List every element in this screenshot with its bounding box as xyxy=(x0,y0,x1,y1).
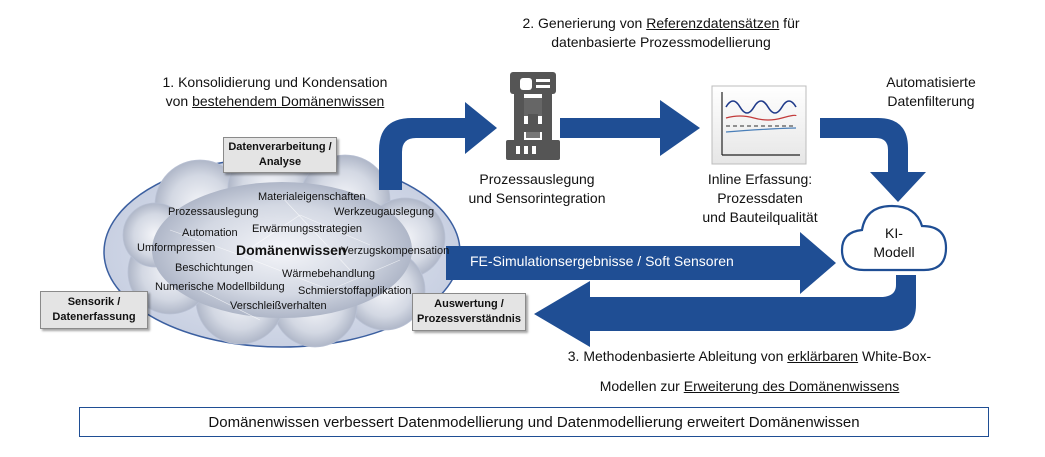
inline-caption: Inline Erfassung: Prozessdaten und Baute… xyxy=(690,170,830,227)
step3-line2-prefix: Modellen zur xyxy=(599,378,684,394)
step3-line1-underlined: erklärbaren xyxy=(787,348,859,364)
fe-simulation-arrow xyxy=(446,232,836,294)
step1-line2: von bestehendem Domänenwissen xyxy=(150,92,400,111)
step1-line1: 1. Konsolidierung und Kondensation xyxy=(162,74,388,90)
press-caption: Prozessauslegung und Sensorintegration xyxy=(467,170,607,208)
cloud-term: Verzugskompensation xyxy=(341,245,450,257)
press-caption-line1: Prozessauslegung xyxy=(479,171,595,187)
curved-arrow-to-press xyxy=(379,102,497,190)
box-sensorik: Sensorik / Datenerfassung xyxy=(40,291,148,329)
box-auswertung: Auswertung / Prozessverständnis xyxy=(412,293,526,331)
cloud-term: Verschleißverhalten xyxy=(230,300,327,312)
curved-arrow-to-ki xyxy=(820,118,926,202)
step3-line2: Modellen zur Erweiterung des Domänenwiss… xyxy=(522,371,977,401)
step2-line2: datenbasierte Prozessmodellierung xyxy=(551,34,771,50)
cloud-term: Automation xyxy=(182,227,238,239)
step3-line1-prefix: 3. Methodenbasierte Ableitung von xyxy=(567,348,788,364)
cloud-term: Prozessauslegung xyxy=(168,206,259,218)
box-sensorik-line1: Sensorik / xyxy=(67,296,121,308)
step2-line1-underlined: Referenzdatensätzen xyxy=(646,15,780,31)
step2-line1: 2. Generierung von Referenzdatensätzen f… xyxy=(502,14,820,33)
cloud-term: Werkzeugauslegung xyxy=(334,206,435,218)
cloud-term: Schmierstoffapplikation xyxy=(298,285,412,297)
ki-model-line2: Modell xyxy=(873,244,915,260)
box-datenverarbeitung-line2: Analyse xyxy=(258,156,302,168)
cloud-term: Materialeigenschaften xyxy=(258,191,366,203)
ki-model-label: KI- Modell xyxy=(864,224,924,262)
box-auswertung-line2: Prozessverständnis xyxy=(417,313,521,325)
step2-line1-prefix: 2. Generierung von xyxy=(522,15,647,31)
bottom-statement: Domänenwissen verbessert Datenmodellieru… xyxy=(208,413,860,431)
step3-line1: 3. Methodenbasierte Ableitung von erklär… xyxy=(522,341,977,371)
box-auswertung-line1: Auswertung / xyxy=(434,298,504,310)
cloud-term: Wärmebehandlung xyxy=(282,268,375,280)
inline-caption-line1: Inline Erfassung: xyxy=(707,171,813,187)
box-sensorik-line2: Datenerfassung xyxy=(52,311,136,323)
bottom-statement-box: Domänenwissen verbessert Datenmodellieru… xyxy=(79,407,989,437)
knowledge-cloud xyxy=(122,145,446,348)
ki-model-line1: KI- xyxy=(885,225,903,241)
step1-line2-prefix: von xyxy=(165,93,193,109)
inline-caption-line3: und Bauteilqualität xyxy=(702,209,818,225)
cloud-icon xyxy=(840,204,948,272)
step3-line1-suffix: White-Box- xyxy=(858,348,932,364)
step2-line1-suffix: für xyxy=(779,15,800,31)
inline-caption-line2: Prozessdaten xyxy=(717,190,803,206)
auto-filter-line1: Automatisierte xyxy=(886,74,976,90)
cloud-center-term: Domänenwissen xyxy=(236,242,347,258)
cloud-network-lines xyxy=(169,194,401,321)
step3-line2-underlined: Erweiterung des Domänenwissens xyxy=(683,378,900,394)
fe-arrow-label: FE-Simulationsergebnisse / Soft Sensoren xyxy=(470,253,734,269)
box-datenverarbeitung: Datenverarbeitung / Analyse xyxy=(223,137,337,173)
auto-filter-line2: Datenfilterung xyxy=(887,93,975,109)
cloud-term: Beschichtungen xyxy=(175,262,254,274)
arrow-press-to-chart xyxy=(560,100,700,156)
cloud-term: Numerische Modellbildung xyxy=(155,281,285,293)
sensor-chart-icon xyxy=(711,85,807,165)
press-caption-line2: und Sensorintegration xyxy=(468,190,606,206)
step1-text: 1. Konsolidierung und Kondensation von b… xyxy=(150,73,400,111)
step2-text: 2. Generierung von Referenzdatensätzen f… xyxy=(502,14,820,52)
box-datenverarbeitung-line1: Datenverarbeitung / xyxy=(228,141,332,153)
return-arrow xyxy=(534,275,916,347)
cloud-term: Erwärmungsstrategien xyxy=(252,223,363,235)
step3-text: 3. Methodenbasierte Ableitung von erklär… xyxy=(522,341,977,401)
auto-filter-text: Automatisierte Datenfilterung xyxy=(876,73,986,111)
press-machine-icon xyxy=(506,72,560,160)
step1-line2-underlined: bestehendem Domänenwissen xyxy=(192,93,385,109)
cloud-term: Umformpressen xyxy=(137,242,216,254)
